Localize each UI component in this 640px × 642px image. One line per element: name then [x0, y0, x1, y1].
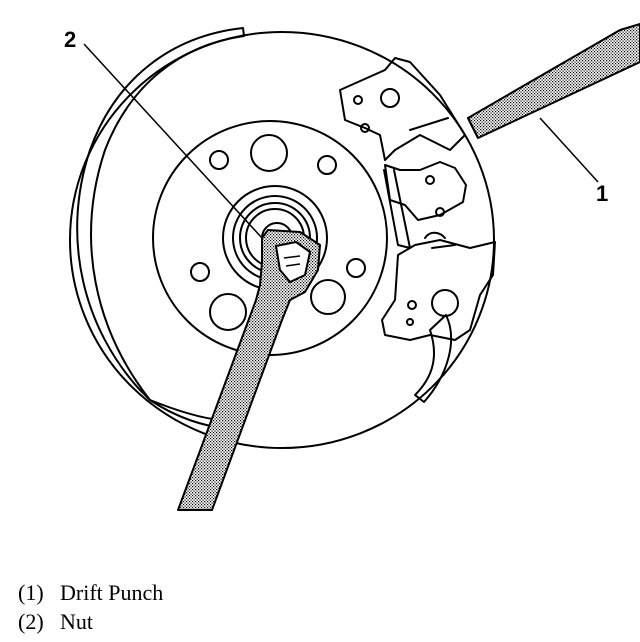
bracket-hole	[353, 95, 363, 105]
lever-hole	[407, 300, 417, 310]
drift-punch-icon	[467, 23, 640, 139]
bracket-slot	[409, 117, 449, 131]
wrench-jaw	[275, 241, 311, 283]
lever-hole	[431, 289, 459, 317]
legend-number: (1)	[18, 580, 44, 605]
bolt-hole	[346, 258, 366, 278]
lever-hole	[406, 318, 414, 326]
actuator-hole	[425, 175, 435, 185]
brake-shoe-right	[414, 314, 453, 403]
actuator-hole	[435, 207, 445, 217]
bolt-hole	[209, 293, 247, 331]
bolt-hole	[209, 150, 229, 170]
lever-spring	[424, 231, 456, 249]
wrench-jaw-detail	[283, 255, 301, 267]
drift-punch-tip	[467, 117, 479, 139]
legend-label: Drift Punch	[60, 580, 164, 605]
bracket-hole	[360, 123, 370, 133]
legend-item: (1) Drift Punch	[18, 578, 163, 607]
callout-2-label: 2	[64, 27, 76, 52]
callout-1-leader	[539, 117, 599, 183]
brake-assembly-diagram: 1 2	[64, 23, 640, 511]
lever-plate	[381, 239, 496, 341]
legend-number: (2)	[18, 609, 44, 634]
anchor-bracket-upper	[339, 57, 466, 161]
bolt-hole	[317, 155, 337, 175]
bolt-hole	[310, 279, 346, 315]
callout-2-leader	[83, 43, 263, 239]
brake-shoe-left	[76, 27, 245, 401]
legend-label: Nut	[60, 609, 93, 634]
wrench-icon	[177, 229, 321, 511]
bolt-hole	[250, 134, 288, 172]
bolt-hole	[190, 262, 210, 282]
backing-plate-outline	[69, 31, 495, 449]
legend: (1) Drift Punch (2) Nut	[18, 578, 163, 636]
actuator-link	[383, 169, 411, 249]
bracket-hole	[380, 88, 400, 108]
callout-1-label: 1	[596, 181, 608, 206]
legend-item: (2) Nut	[18, 607, 163, 636]
actuator-plate	[384, 161, 467, 221]
